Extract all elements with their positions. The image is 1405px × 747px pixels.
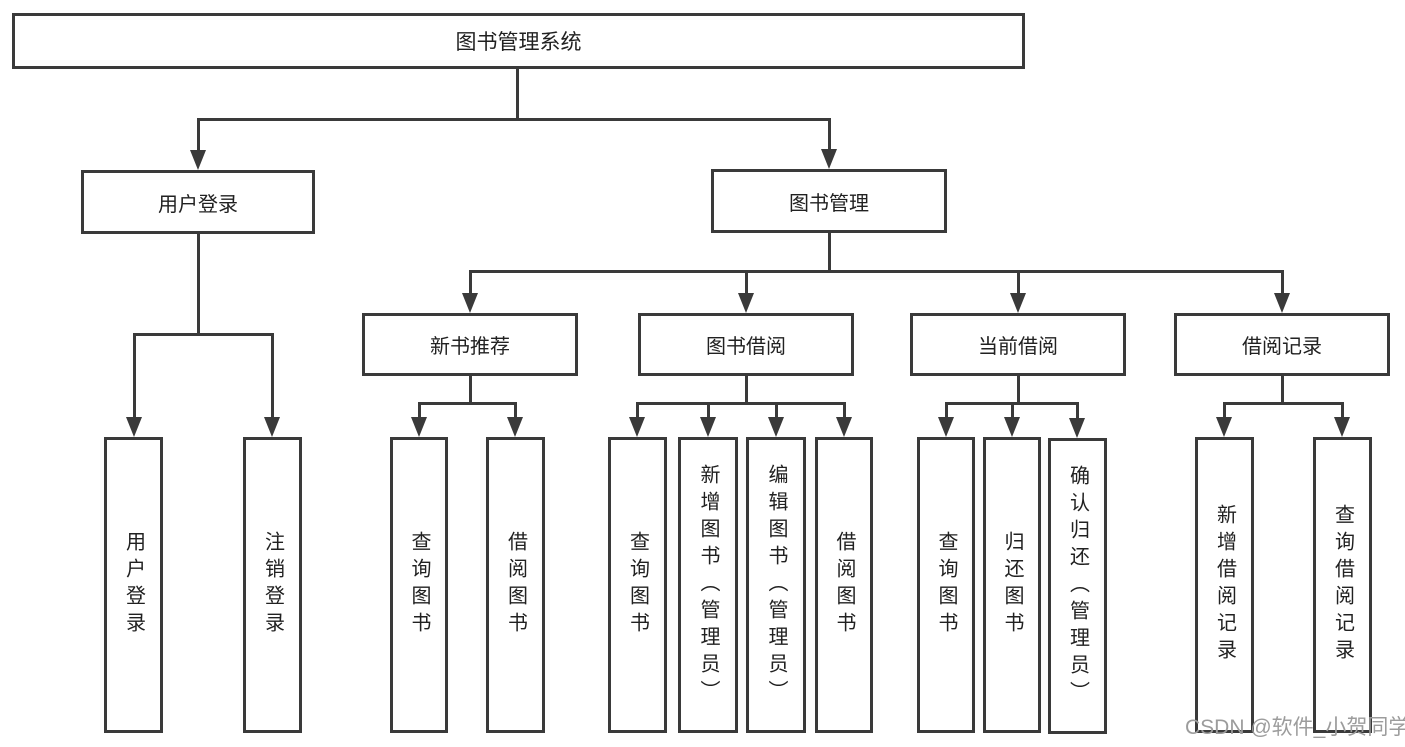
connector-user-login-branch xyxy=(133,333,274,336)
connector-book-management-stem xyxy=(828,232,831,273)
connector-drop-br-query xyxy=(1341,402,1344,419)
arrow-down-current-borrowing-icon xyxy=(1010,293,1026,313)
leaf-current-query-books: 查询图书 xyxy=(917,437,975,733)
node-label: 查询图书 xyxy=(408,531,430,639)
leaf-borrowing-query-books: 查询图书 xyxy=(608,437,667,733)
connector-borrowing-records-branch xyxy=(1223,402,1344,405)
leaf-recommend-query-books: 查询图书 xyxy=(390,437,448,733)
node-new-book-recommendation: 新书推荐 xyxy=(362,313,578,376)
leaf-borrowing-borrow-books: 借阅图书 xyxy=(815,437,873,733)
node-label: 查询借阅记录 xyxy=(1331,504,1354,666)
connector-drop-borrowing-records xyxy=(1281,270,1284,295)
arrow-down-new-book-icon xyxy=(462,293,478,313)
connector-drop-bb-query xyxy=(636,402,639,419)
connector-new-book-stem xyxy=(469,375,472,405)
node-label: 查询图书 xyxy=(935,531,957,639)
node-label: 归还图书 xyxy=(1001,531,1023,639)
node-label: 用户登录 xyxy=(122,531,145,639)
node-label: 借阅记录 xyxy=(1242,336,1322,358)
leaf-query-borrow-record: 查询借阅记录 xyxy=(1313,437,1372,733)
node-label: 注销登录 xyxy=(261,531,284,639)
connector-drop-leaf-user-login xyxy=(133,333,136,419)
arrow-down-bb-add-icon xyxy=(700,417,716,437)
node-label: 新书推荐 xyxy=(430,336,510,358)
connector-drop-nb-query xyxy=(418,402,421,419)
arrow-down-book-borrowing-icon xyxy=(738,293,754,313)
connector-book-borrowing-stem xyxy=(745,375,748,405)
leaf-user-login: 用户登录 xyxy=(104,437,163,733)
connector-level2-branch xyxy=(197,118,831,121)
arrow-down-nb-borrow-icon xyxy=(507,417,523,437)
node-user-login: 用户登录 xyxy=(81,170,315,234)
connector-drop-bb-edit xyxy=(775,402,778,419)
connector-root-stem xyxy=(516,69,519,119)
connector-drop-bb-borrow xyxy=(843,402,846,419)
connector-drop-new-book xyxy=(469,270,472,295)
connector-drop-leaf-logout xyxy=(271,333,274,419)
arrow-down-book-management-icon xyxy=(821,149,837,169)
arrow-down-borrowing-records-icon xyxy=(1274,293,1290,313)
arrow-down-bb-query-icon xyxy=(629,417,645,437)
connector-level3-branch xyxy=(469,270,1284,273)
connector-user-login-stem xyxy=(197,233,200,335)
leaf-confirm-return-admin: 确认归还（管理员） xyxy=(1048,438,1107,734)
node-label: 图书借阅 xyxy=(706,336,786,358)
arrow-down-bb-borrow-icon xyxy=(836,417,852,437)
leaf-return-books: 归还图书 xyxy=(983,437,1041,733)
connector-drop-cb-query xyxy=(945,402,948,419)
arrow-down-cb-query-icon xyxy=(938,417,954,437)
connector-drop-current-borrowing xyxy=(1017,270,1020,295)
node-label: 确认归还（管理员） xyxy=(1066,464,1089,708)
connector-new-book-branch xyxy=(418,402,517,405)
node-label: 新增借阅记录 xyxy=(1213,504,1236,666)
node-label: 当前借阅 xyxy=(978,336,1058,358)
node-label: 借阅图书 xyxy=(833,531,855,639)
node-current-borrowing: 当前借阅 xyxy=(910,313,1126,376)
arrow-down-cb-confirm-icon xyxy=(1069,418,1085,438)
node-label: 图书管理系统 xyxy=(455,31,582,54)
node-label: 用户登录 xyxy=(158,193,238,216)
arrow-down-bb-edit-icon xyxy=(768,417,784,437)
leaf-edit-books-admin: 编辑图书（管理员） xyxy=(746,437,806,733)
arrow-down-leaf-logout-icon xyxy=(264,417,280,437)
leaf-logout: 注销登录 xyxy=(243,437,302,733)
node-label: 借阅图书 xyxy=(504,531,527,639)
node-label: 新增图书（管理员） xyxy=(697,463,719,707)
arrow-down-br-query-icon xyxy=(1334,417,1350,437)
connector-book-borrowing-branch xyxy=(636,402,846,405)
node-book-borrowing: 图书借阅 xyxy=(638,313,854,376)
node-label: 编辑图书（管理员） xyxy=(765,463,787,707)
connector-drop-cb-return xyxy=(1011,402,1014,419)
connector-drop-nb-borrow xyxy=(514,402,517,419)
arrow-down-cb-return-icon xyxy=(1004,417,1020,437)
leaf-recommend-borrow-books: 借阅图书 xyxy=(486,437,545,733)
leaf-add-books-admin: 新增图书（管理员） xyxy=(678,437,738,733)
leaf-add-borrow-record: 新增借阅记录 xyxy=(1195,437,1254,733)
arrow-down-br-add-icon xyxy=(1216,417,1232,437)
node-borrowing-records: 借阅记录 xyxy=(1174,313,1390,376)
connector-drop-bb-add xyxy=(707,402,710,419)
node-label: 图书管理 xyxy=(789,192,869,215)
connector-drop-br-add xyxy=(1223,402,1226,419)
connector-drop-cb-confirm xyxy=(1076,402,1079,419)
arrow-down-user-login-icon xyxy=(190,150,206,170)
connector-drop-book-borrowing xyxy=(745,270,748,295)
node-book-management: 图书管理 xyxy=(711,169,947,233)
connector-drop-book-management xyxy=(828,118,831,151)
csdn-watermark: CSDN @软件_小贺同学 xyxy=(1185,716,1405,739)
node-library-management-system: 图书管理系统 xyxy=(12,13,1025,69)
connector-drop-user-login xyxy=(197,118,200,152)
arrow-down-leaf-user-login-icon xyxy=(126,417,142,437)
connector-current-borrowing-stem xyxy=(1017,375,1020,405)
connector-borrowing-records-stem xyxy=(1281,375,1284,405)
arrow-down-nb-query-icon xyxy=(411,417,427,437)
node-label: 查询图书 xyxy=(626,531,649,639)
